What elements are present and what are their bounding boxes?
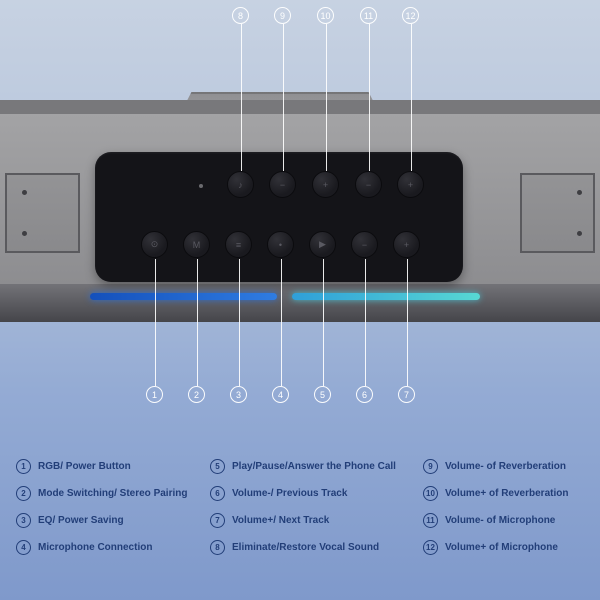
legend-number: 10	[423, 485, 438, 501]
legend-number: 8	[210, 539, 225, 555]
reverb-volume-down-button: −	[269, 171, 296, 198]
legend-item-1: 1 RGB/ Power Button	[16, 458, 131, 474]
legend-label: Volume+ of Reverberation	[445, 487, 569, 499]
legend-label: Mode Switching/ Stereo Pairing	[38, 487, 188, 499]
callout-line-8	[241, 24, 242, 171]
mic-volume-up-button: +	[397, 171, 424, 198]
legend-number: 7	[210, 512, 225, 528]
legend-item-11: 11 Volume- of Microphone	[423, 512, 555, 528]
rgb-power-button: ⊙	[141, 231, 168, 258]
legend-item-3: 3 EQ/ Power Saving	[16, 512, 124, 528]
callout-number-3: 3	[230, 386, 247, 403]
legend-item-9: 9 Volume- of Reverberation	[423, 458, 566, 474]
legend-item-10: 10 Volume+ of Reverberation	[423, 485, 568, 501]
callout-number-9: 9	[274, 7, 291, 24]
callout-number-5: 5	[314, 386, 331, 403]
mic-volume-down-button: −	[355, 171, 382, 198]
volume-up-button: +	[393, 231, 420, 258]
callout-line-10	[326, 24, 327, 171]
mic-connection-button: •	[267, 231, 294, 258]
callout-line-5	[323, 259, 324, 386]
led-strip-blue	[90, 293, 277, 300]
legend-label: EQ/ Power Saving	[38, 514, 124, 526]
callout-number-4: 4	[272, 386, 289, 403]
callout-line-9	[283, 24, 284, 171]
legend-number: 11	[423, 512, 438, 528]
legend-number: 2	[16, 485, 31, 501]
callout-number-1: 1	[146, 386, 163, 403]
callout-number-6: 6	[356, 386, 373, 403]
legend-number: 1	[16, 458, 31, 474]
callout-number-10: 10	[317, 7, 334, 24]
legend-label: Volume-/ Previous Track	[232, 487, 348, 499]
legend-item-4: 4 Microphone Connection	[16, 539, 152, 555]
device-bottom-edge	[0, 284, 600, 322]
legend-number: 4	[16, 539, 31, 555]
callout-line-2	[197, 259, 198, 386]
callout-line-3	[239, 259, 240, 386]
legend-label: Volume- of Microphone	[445, 514, 556, 526]
play-pause-button: ▶	[309, 231, 336, 258]
callout-number-8: 8	[232, 7, 249, 24]
legend-label: Volume- of Reverberation	[445, 460, 566, 472]
callout-number-7: 7	[398, 386, 415, 403]
legend-number: 3	[16, 512, 31, 528]
callout-line-6	[365, 259, 366, 386]
vocal-eliminate-button: ♪	[227, 171, 254, 198]
legend-number: 12	[423, 539, 438, 555]
eq-button: ≡	[225, 231, 252, 258]
legend-item-6: 6 Volume-/ Previous Track	[210, 485, 347, 501]
legend-label: Microphone Connection	[38, 541, 153, 553]
screw-dot	[22, 190, 27, 195]
screw-dot	[577, 190, 582, 195]
callout-line-11	[369, 24, 370, 171]
screw-dot	[577, 231, 582, 236]
legend-item-2: 2 Mode Switching/ Stereo Pairing	[16, 485, 187, 501]
callout-line-7	[407, 259, 408, 386]
mode-switch-button: M	[183, 231, 210, 258]
left-grille-panel	[5, 173, 80, 253]
callout-line-12	[411, 24, 412, 171]
callout-number-11: 11	[360, 7, 377, 24]
legend-label: Volume+/ Next Track	[232, 514, 330, 526]
legend-item-12: 12 Volume+ of Microphone	[423, 539, 558, 555]
callout-line-4	[281, 259, 282, 386]
legend-number: 6	[210, 485, 225, 501]
legend-number: 9	[423, 458, 438, 474]
device-top-edge	[0, 100, 600, 114]
callout-line-1	[155, 259, 156, 386]
legend-number: 5	[210, 458, 225, 474]
legend-item-7: 7 Volume+/ Next Track	[210, 512, 329, 528]
indicator-led	[199, 184, 203, 188]
screw-dot	[22, 231, 27, 236]
volume-down-button: −	[351, 231, 378, 258]
reverb-volume-up-button: +	[312, 171, 339, 198]
legend-item-8: 8 Eliminate/Restore Vocal Sound	[210, 539, 379, 555]
legend-label: Play/Pause/Answer the Phone Call	[232, 460, 396, 472]
legend-item-5: 5 Play/Pause/Answer the Phone Call	[210, 458, 396, 474]
led-strip-cyan	[292, 293, 480, 300]
legend-label: RGB/ Power Button	[38, 460, 131, 472]
callout-number-12: 12	[402, 7, 419, 24]
callout-number-2: 2	[188, 386, 205, 403]
legend-label: Volume+ of Microphone	[445, 541, 558, 553]
legend-label: Eliminate/Restore Vocal Sound	[232, 541, 380, 553]
right-grille-panel	[520, 173, 595, 253]
